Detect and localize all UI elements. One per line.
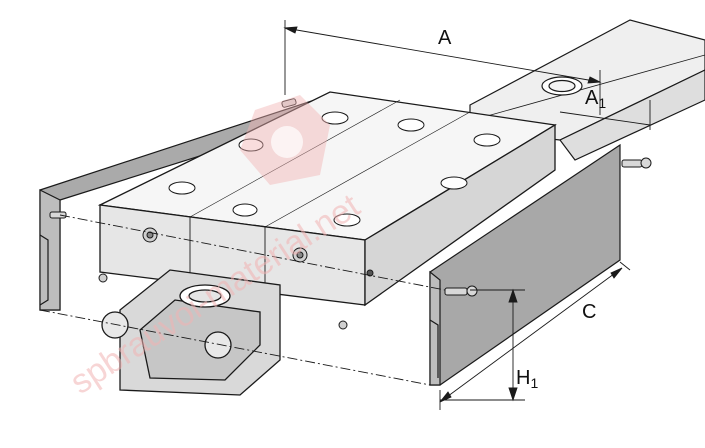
mounting-hole	[473, 133, 501, 147]
carriage-front-screws	[98, 227, 374, 330]
dimension-label-h1: H1	[516, 367, 538, 391]
roller	[101, 311, 129, 339]
carriage-side-face	[364, 123, 556, 307]
dimension-label-h1-sub: 1	[530, 375, 538, 391]
dimension-label-a: A	[438, 27, 452, 49]
right-end-seal	[429, 143, 621, 386]
mounting-hole	[238, 138, 264, 152]
right-grease-nipple	[444, 157, 652, 297]
mounting-hole	[321, 111, 349, 125]
dimension-label-a1: A1	[585, 87, 606, 111]
dimension-label-a1-sub: 1	[598, 95, 606, 111]
carriage-mounting-holes	[168, 111, 501, 227]
dimension-label-h1-main: H	[516, 367, 530, 389]
dimension-label-a1-main: A	[585, 87, 599, 109]
dimension-lines	[39, 20, 651, 410]
mounting-hole	[333, 213, 361, 227]
mounting-hole	[440, 176, 468, 190]
mounting-hole	[232, 203, 258, 217]
mounting-hole	[168, 181, 196, 195]
left-grease-nipple	[49, 98, 297, 219]
dimension-label-c: C	[582, 301, 596, 323]
rail-profile	[101, 269, 281, 396]
mounting-hole	[397, 118, 425, 132]
roller	[204, 331, 232, 359]
